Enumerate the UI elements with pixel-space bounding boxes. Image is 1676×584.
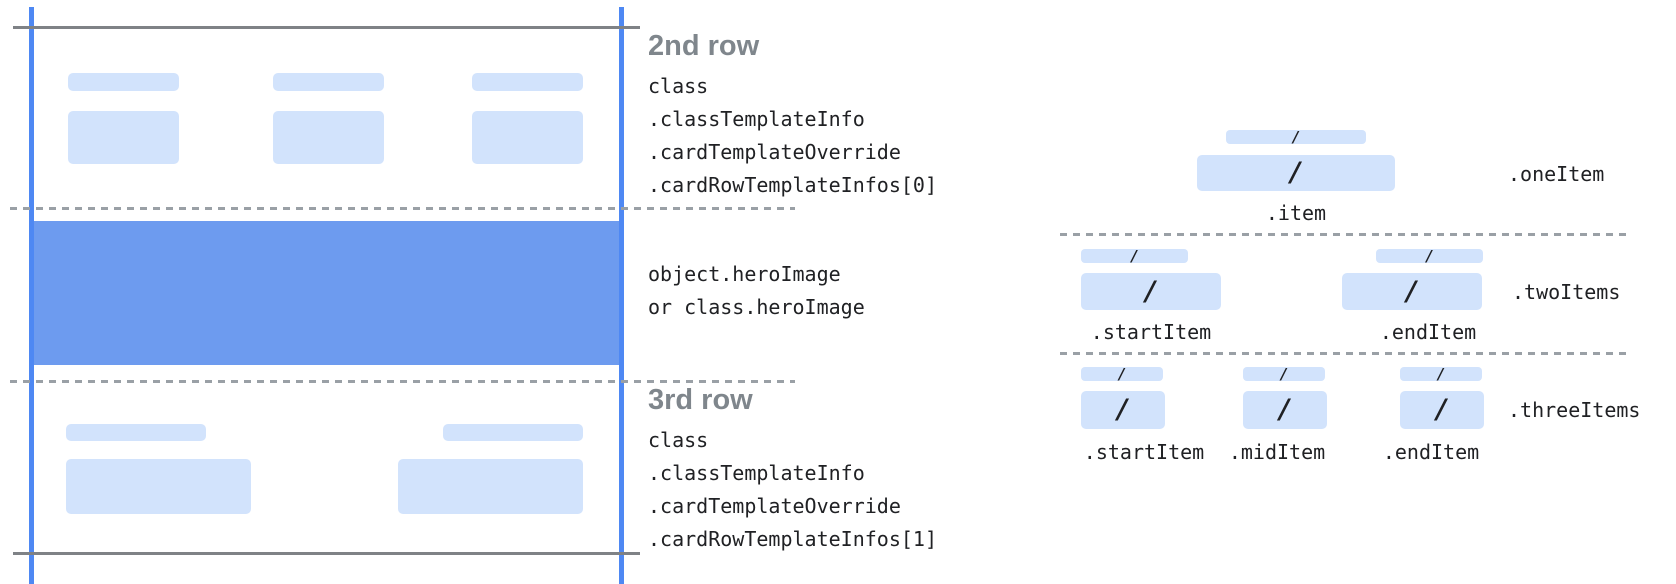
three-items-mid-caption: .midItem [1228, 440, 1326, 464]
slash-glyph: / [1424, 247, 1435, 265]
row3-end-value-placeholder [398, 459, 583, 514]
slash-glyph: / [1117, 365, 1127, 383]
slash-glyph: / [1129, 247, 1140, 265]
card-bottom-rule [13, 552, 640, 555]
slash-glyph: / [1279, 365, 1289, 383]
row3-start-value-placeholder [66, 459, 251, 514]
three-items-end-caption: .endItem [1382, 440, 1480, 464]
row2-col2-label-placeholder [273, 73, 384, 91]
three-items-mid-label-bar: / [1243, 365, 1325, 383]
legend-divider-2 [1060, 352, 1630, 355]
row2-col1-label-placeholder [68, 73, 179, 91]
two-items-start-label-bar: / [1081, 247, 1188, 265]
row3-top-dashed-divider [10, 380, 795, 383]
card-right-edge-guide-line [619, 7, 624, 584]
one-item-value-bar: / [1197, 155, 1395, 191]
card-left-edge-guide-line [29, 7, 34, 584]
row3-start-label-placeholder [66, 424, 206, 441]
row2-col3-value-placeholder [472, 111, 583, 164]
slash-glyph: / [1114, 394, 1132, 425]
slash-glyph: / [1276, 394, 1294, 425]
three-items-end-value-bar: / [1400, 391, 1484, 429]
one-item-label-bar: / [1226, 128, 1366, 146]
row2-col2-value-placeholder [273, 111, 384, 164]
slash-glyph: / [1287, 157, 1305, 188]
row3-path-line2: .classTemplateInfo [648, 461, 865, 485]
row3-path-line3: .cardTemplateOverride [648, 494, 901, 518]
two-items-end-value-bar: / [1342, 273, 1482, 310]
three-items-start-caption: .startItem [1083, 440, 1205, 464]
slash-glyph: / [1403, 275, 1421, 307]
slash-glyph: / [1436, 365, 1446, 383]
row3-end-label-placeholder [443, 424, 583, 441]
three-items-start-value-bar: / [1081, 391, 1165, 429]
hero-path-line1: object.heroImage [648, 262, 841, 286]
legend-divider-1 [1060, 233, 1630, 236]
two-items-end-caption: .endItem [1379, 320, 1477, 344]
three-items-mid-value-bar: / [1243, 391, 1327, 429]
row2-col1-value-placeholder [68, 111, 179, 164]
three-items-end-label-bar: / [1400, 365, 1482, 383]
hero-path-line2: or class.heroImage [648, 295, 865, 319]
row2-heading: 2nd row [648, 30, 760, 62]
two-items-start-caption: .startItem [1090, 320, 1212, 344]
three-items-layout-label: .threeItems [1508, 398, 1641, 422]
one-item-field-caption: .item [1265, 201, 1327, 225]
row2-path-line3: .cardTemplateOverride [648, 140, 901, 164]
two-items-start-value-bar: / [1081, 273, 1221, 310]
row3-path-line1: class [648, 428, 709, 452]
row3-heading: 3rd row [648, 384, 753, 416]
slash-glyph: / [1291, 128, 1301, 146]
one-item-layout-label: .oneItem [1508, 162, 1605, 186]
slash-glyph: / [1142, 275, 1160, 307]
hero-image-area [34, 221, 619, 365]
three-items-start-label-bar: / [1081, 365, 1163, 383]
row2-col3-label-placeholder [472, 73, 583, 91]
two-items-layout-label: .twoItems [1512, 280, 1621, 304]
card-top-rule [13, 26, 640, 29]
row3-path-line4: .cardRowTemplateInfos[1] [648, 527, 937, 551]
two-items-end-label-bar: / [1376, 247, 1483, 265]
row2-path-line4: .cardRowTemplateInfos[0] [648, 173, 937, 197]
slash-glyph: / [1433, 394, 1451, 425]
row2-path-line2: .classTemplateInfo [648, 107, 865, 131]
row2-path-line1: class [648, 74, 709, 98]
row2-bottom-dashed-divider [10, 207, 795, 210]
